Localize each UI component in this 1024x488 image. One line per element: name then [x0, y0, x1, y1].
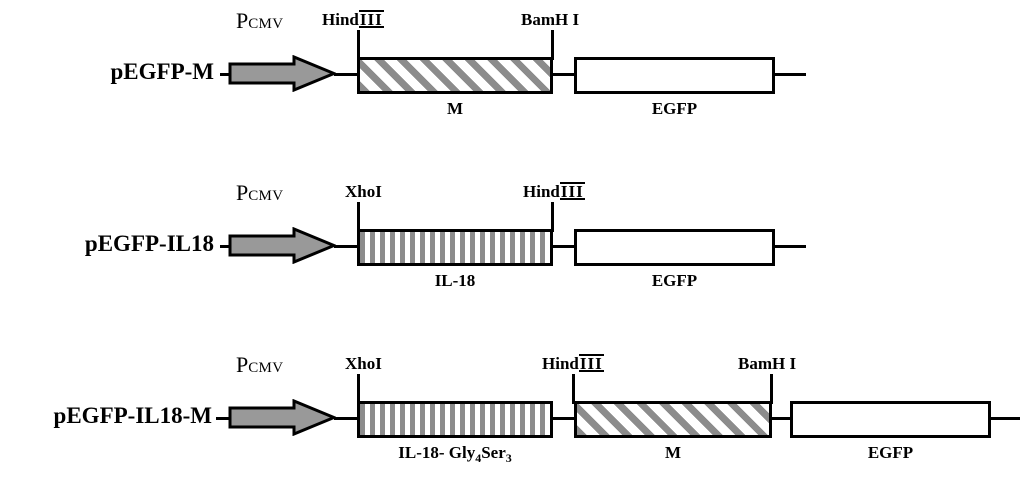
- gene-label-sub-1: 4: [475, 451, 482, 465]
- plasmid-name-2: pEGFP-IL18: [84, 231, 214, 256]
- plasmid-name-1: pEGFP-M: [110, 59, 215, 84]
- gene-box-EGFP-3: [790, 401, 991, 438]
- gene-label-EGFP-1: EGFP: [651, 99, 698, 118]
- gene-box-M-3: [574, 401, 772, 438]
- gene-box-M-1: [357, 57, 553, 94]
- figure-canvas: pEGFP-M PCMV HindIII M BamH I EGFP: [0, 0, 1024, 464]
- gene-label-IL18-linker-3: IL-18- Gly4Ser3: [337, 443, 573, 464]
- connector-line-3c: [771, 417, 793, 420]
- restriction-site-label: XhoI: [345, 354, 382, 373]
- promoter-label-2: PCMV: [236, 180, 284, 205]
- construct-row-pEGFP-IL18-M: pEGFP-IL18-M PCMV XhoI IL-18- Gly4Ser3 H…: [0, 338, 1024, 488]
- restriction-site-label: BamH I: [738, 354, 797, 373]
- gene-box-IL18-2: [357, 229, 553, 266]
- connector-line-2a: [334, 245, 360, 248]
- gene-label-text: IL-18- Gly: [398, 443, 476, 462]
- restriction-site-label: HindIII: [523, 182, 585, 201]
- restriction-site-label: HindIII: [322, 10, 384, 29]
- backbone-line-right-2: [774, 245, 806, 248]
- gene-label-sub-2: 3: [505, 451, 512, 465]
- gene-box-IL18-linker-3: [357, 401, 553, 438]
- plasmid-name-3: pEGFP-IL18-M: [53, 403, 212, 428]
- construct-row-pEGFP-M: pEGFP-M PCMV HindIII M BamH I EGFP: [0, 0, 1024, 150]
- connector-line-1a: [334, 73, 360, 76]
- gene-box-EGFP-1: [574, 57, 775, 94]
- backbone-line-right-1: [774, 73, 806, 76]
- gene-label-IL18-2: IL-18: [434, 271, 476, 290]
- connector-line-2b: [552, 245, 576, 248]
- construct-row-pEGFP-IL18: pEGFP-IL18 PCMV XhoI IL-18 HindIII EGFP: [0, 170, 1024, 320]
- promoter-label-3: PCMV: [236, 352, 284, 377]
- promoter-arrow-2: [228, 227, 336, 264]
- gene-box-EGFP-2: [574, 229, 775, 266]
- promoter-arrow-3: [228, 399, 336, 436]
- backbone-line-right-3: [990, 417, 1020, 420]
- gene-label-EGFP-3: EGFP: [867, 443, 914, 462]
- gene-label-M-3: M: [664, 443, 682, 462]
- connector-line-3b: [552, 417, 576, 420]
- restriction-site-label: HindIII: [542, 354, 604, 373]
- connector-line-1b: [552, 73, 576, 76]
- gene-label-M-1: M: [446, 99, 464, 118]
- promoter-label-1: PCMV: [236, 8, 284, 33]
- gene-label-EGFP-2: EGFP: [651, 271, 698, 290]
- restriction-site-label: XhoI: [345, 182, 382, 201]
- gene-label-text-mid: Ser: [481, 443, 506, 462]
- promoter-arrow-1: [228, 55, 336, 92]
- connector-line-3a: [334, 417, 360, 420]
- restriction-site-label: BamH I: [521, 10, 580, 29]
